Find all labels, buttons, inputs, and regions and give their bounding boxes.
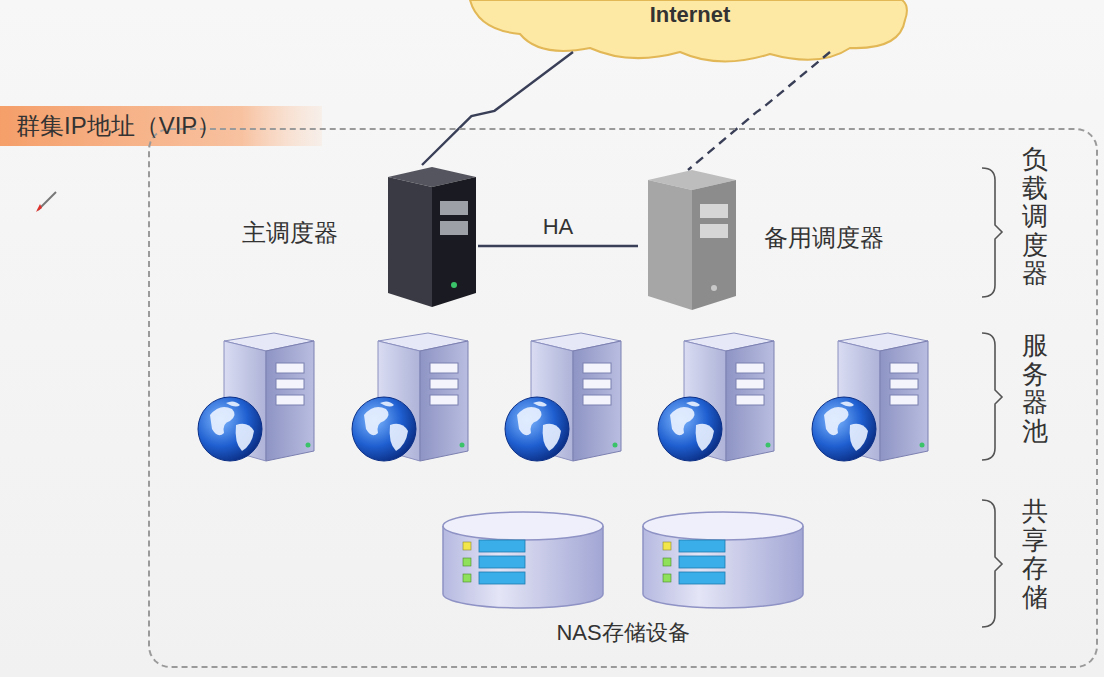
scheduler-label: 主调度器: [242, 217, 338, 249]
vip-band: [0, 106, 322, 146]
web-server-icon: [198, 333, 928, 461]
backup-scheduler: 备用调度器: [630, 170, 920, 310]
cluster-region: 群集IP地址（VIP）主调度器备用调度器: [148, 128, 1098, 668]
server-icon: [640, 170, 740, 316]
nas-label: NAS存储设备: [556, 618, 689, 648]
internet-cloud: [470, 0, 907, 62]
connector: [688, 52, 830, 170]
pen-cursor: [36, 192, 56, 212]
cloud-label: Internet: [478, 2, 902, 28]
edge-label: HA: [543, 214, 574, 240]
connector: [422, 52, 573, 165]
layer-label: 负载调度器: [1022, 145, 1048, 288]
bracket: [982, 168, 1002, 627]
main-scheduler: 主调度器: [242, 165, 480, 310]
nas-cylinder: [443, 512, 803, 608]
connector: [478, 245, 638, 247]
layer-label: 服务器池: [1022, 331, 1048, 445]
server-icon: [380, 167, 480, 313]
internet-cloud-node: Internet: [478, 0, 902, 52]
vip-title: 群集IP地址（VIP）: [16, 110, 221, 142]
scheduler-label: 备用调度器: [764, 222, 884, 254]
layer-label: 共享存储: [1022, 497, 1048, 611]
